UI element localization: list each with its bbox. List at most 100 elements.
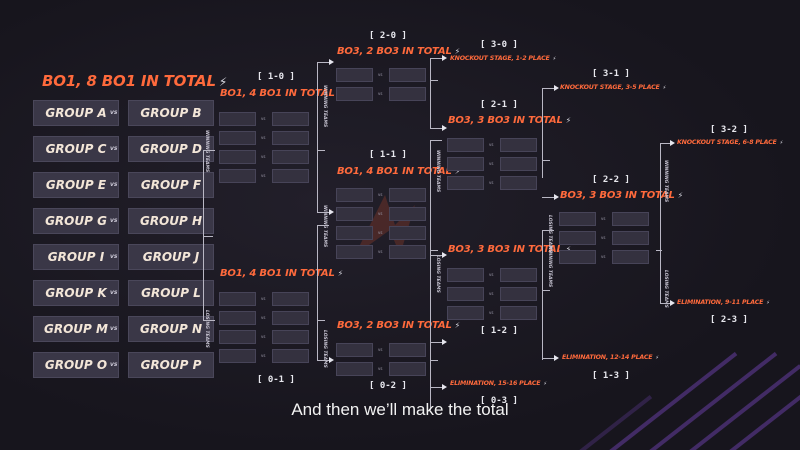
- group-box: GROUP H: [128, 208, 214, 234]
- round4-bottom-score: [ 1-3 ]: [592, 371, 630, 381]
- subtitle-caption: And then we’ll make the total: [291, 400, 509, 419]
- connector-line: [317, 150, 325, 151]
- connector-line: [203, 320, 215, 321]
- zigzag-icon: ⚡: [218, 75, 228, 89]
- connector-line: [660, 143, 661, 303]
- team-slot: [219, 169, 256, 183]
- team-slot: [336, 226, 373, 240]
- watermark-logo-icon: [355, 195, 415, 255]
- round5-top-label: KNOCKOUT STAGE, 6-8 PLACE⚡: [677, 139, 783, 146]
- team-slot: [559, 231, 596, 245]
- round4-top-label: KNOCKOUT STAGE, 3-5 PLACE⚡: [560, 84, 666, 91]
- zigzag-icon: ⚡: [454, 167, 461, 176]
- group-box: GROUP N: [128, 316, 214, 342]
- connector-line: [430, 140, 442, 141]
- team-slot: [389, 207, 426, 221]
- team-slot: [219, 131, 256, 145]
- group-label: GROUP C: [45, 142, 107, 156]
- vs-label: vs: [489, 272, 494, 277]
- zigzag-icon: ⚡: [454, 321, 461, 330]
- round5-side-label-winning: WINNING TEAMS: [663, 160, 668, 203]
- connector-line: [317, 212, 329, 213]
- team-slot: [272, 169, 309, 183]
- group-box: GROUP L: [128, 280, 214, 306]
- team-slot: [500, 268, 537, 282]
- round2-mid-label-text: BO1, 4 BO1 IN TOTAL: [337, 166, 452, 177]
- arrow-icon: [670, 300, 675, 306]
- team-slot: [612, 212, 649, 226]
- team-slot: [219, 150, 256, 164]
- zigzag-icon: ⚡: [677, 191, 684, 200]
- group-label: GROUP F: [140, 178, 202, 192]
- group-label: GROUP I: [47, 250, 105, 264]
- connector-line: [317, 360, 329, 361]
- round2-top-label: BO3, 2 BO3 IN TOTAL⚡: [337, 46, 460, 57]
- team-slot: [272, 349, 309, 363]
- arrow-icon: [442, 384, 447, 390]
- zigzag-icon: ⚡: [779, 140, 784, 146]
- vs-label: vs: [601, 216, 606, 221]
- team-slot: [272, 292, 309, 306]
- team-slot: [272, 131, 309, 145]
- arrow-icon: [670, 140, 675, 146]
- team-slot: [389, 68, 426, 82]
- group-box: GROUP C: [33, 136, 119, 162]
- team-slot: [500, 157, 537, 171]
- group-label: GROUP O: [44, 358, 108, 372]
- team-slot: [219, 112, 256, 126]
- team-slot: [336, 343, 373, 357]
- arrow-icon: [442, 55, 447, 61]
- vs-label: vs: [110, 253, 118, 260]
- zigzag-icon: ⚡: [655, 355, 659, 361]
- connector-line: [430, 255, 442, 256]
- round3-bottom-score: [ 0-3 ]: [480, 396, 518, 406]
- vs-label: vs: [110, 145, 118, 152]
- connector-line: [430, 58, 442, 59]
- round4-top-score: [ 3-1 ]: [592, 69, 630, 79]
- round3-upper-score: [ 2-1 ]: [480, 100, 518, 110]
- team-slot: [336, 362, 373, 376]
- vs-label: vs: [601, 254, 606, 259]
- arrow-icon: [329, 209, 334, 215]
- vs-label: vs: [110, 109, 118, 116]
- round5-bottom-score: [ 2-3 ]: [710, 315, 748, 325]
- round3-lower-label-text: BO3, 3 BO3 IN TOTAL: [448, 244, 563, 255]
- vs-label: vs: [378, 347, 383, 352]
- vs-label: vs: [261, 315, 266, 320]
- vs-label: vs: [110, 325, 118, 332]
- round2-top-label-text: BO3, 2 BO3 IN TOTAL: [337, 46, 452, 57]
- connector-line: [203, 150, 215, 151]
- group-label: GROUP L: [141, 286, 201, 300]
- zigzag-icon: ⚡: [552, 56, 557, 62]
- connector-line: [430, 342, 442, 343]
- team-slot: [500, 306, 537, 320]
- round1-upper-label-text: BO1, 4 BO1 IN TOTAL: [220, 88, 335, 99]
- team-slot: [389, 245, 426, 259]
- connector-line: [317, 62, 329, 63]
- vs-label: vs: [378, 230, 383, 235]
- group-box: GROUP E: [33, 172, 119, 198]
- connector-line: [542, 88, 554, 89]
- round4-mid-label: BO3, 3 BO3 IN TOTAL⚡: [560, 190, 683, 201]
- team-slot: [559, 250, 596, 264]
- zigzag-icon: ⚡: [566, 245, 572, 254]
- vs-label: vs: [261, 116, 266, 121]
- group-box: GROUP O: [33, 352, 119, 378]
- round5-top-label-text: KNOCKOUT STAGE, 6-8 PLACE: [677, 139, 777, 146]
- group-label: GROUP E: [45, 178, 107, 192]
- group-label: GROUP J: [142, 250, 200, 264]
- round3-upper-label-text: BO3, 3 BO3 IN TOTAL: [448, 115, 563, 126]
- connector-line: [542, 197, 554, 198]
- round3-bottom-label-text: ELIMINATION, 15-16 PLACE: [450, 380, 541, 387]
- group-box: GROUP P: [128, 352, 214, 378]
- connector-line: [656, 250, 662, 251]
- arrow-icon: [329, 59, 334, 65]
- zigzag-icon: ⚡: [662, 85, 667, 91]
- team-slot: [500, 287, 537, 301]
- team-slot: [219, 349, 256, 363]
- round4-side-label-winning: WINNING TEAMS: [547, 245, 552, 288]
- connector-line: [430, 250, 438, 251]
- vs-label: vs: [261, 296, 266, 301]
- team-slot: [389, 362, 426, 376]
- team-slot: [500, 138, 537, 152]
